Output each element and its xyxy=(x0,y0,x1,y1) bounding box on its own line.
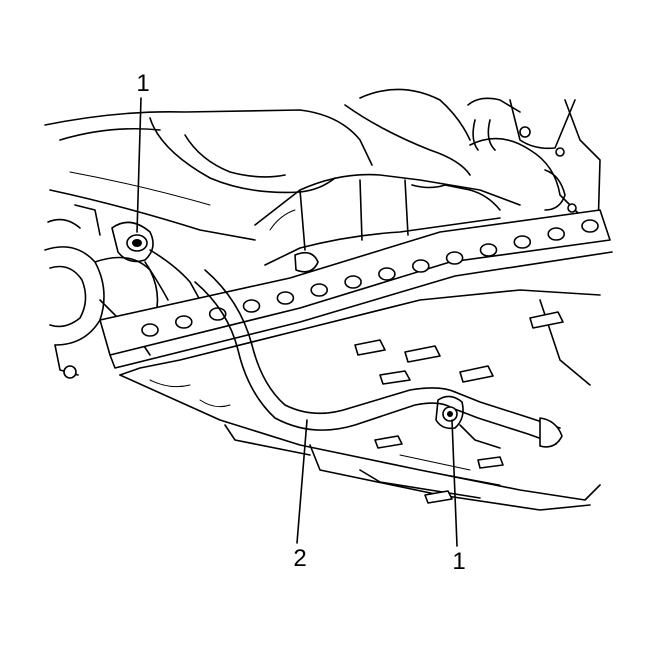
upper-body-panel xyxy=(44,88,471,241)
leader-line-1-lower xyxy=(451,419,458,547)
crossmember-hole xyxy=(445,251,464,265)
callout-label-2: 2 xyxy=(293,545,307,572)
crossmember-hole xyxy=(242,299,261,313)
crossmember-hole xyxy=(581,219,599,233)
crossmember-hole xyxy=(547,227,566,241)
crossmember-hole xyxy=(479,243,498,257)
upper-fastener-area xyxy=(111,221,201,301)
leader-line-1-upper xyxy=(136,97,142,233)
perforated-crossmember xyxy=(99,209,613,369)
lower-hanger-fastener xyxy=(435,395,501,449)
left-hub-assembly xyxy=(44,204,159,379)
exhaust-pipe xyxy=(194,269,563,448)
leader-line-2 xyxy=(296,419,308,544)
crossmember-hole xyxy=(344,275,362,289)
rear-suspension-component xyxy=(467,97,601,231)
crossmember-hole xyxy=(513,235,532,249)
crossmember-hole xyxy=(141,323,159,337)
crossmember-hole xyxy=(175,315,193,329)
lower-floor-pan xyxy=(119,289,601,511)
callout-label-1-lower: 1 xyxy=(452,548,466,575)
crossmember-hole xyxy=(310,283,329,297)
callout-label-1-upper: 1 xyxy=(136,70,150,97)
leader-lines xyxy=(136,97,458,547)
exhaust-muffler xyxy=(254,173,521,273)
crossmember-hole xyxy=(411,259,430,273)
crossmember-hole xyxy=(378,267,396,281)
crossmember-hole xyxy=(276,291,295,305)
